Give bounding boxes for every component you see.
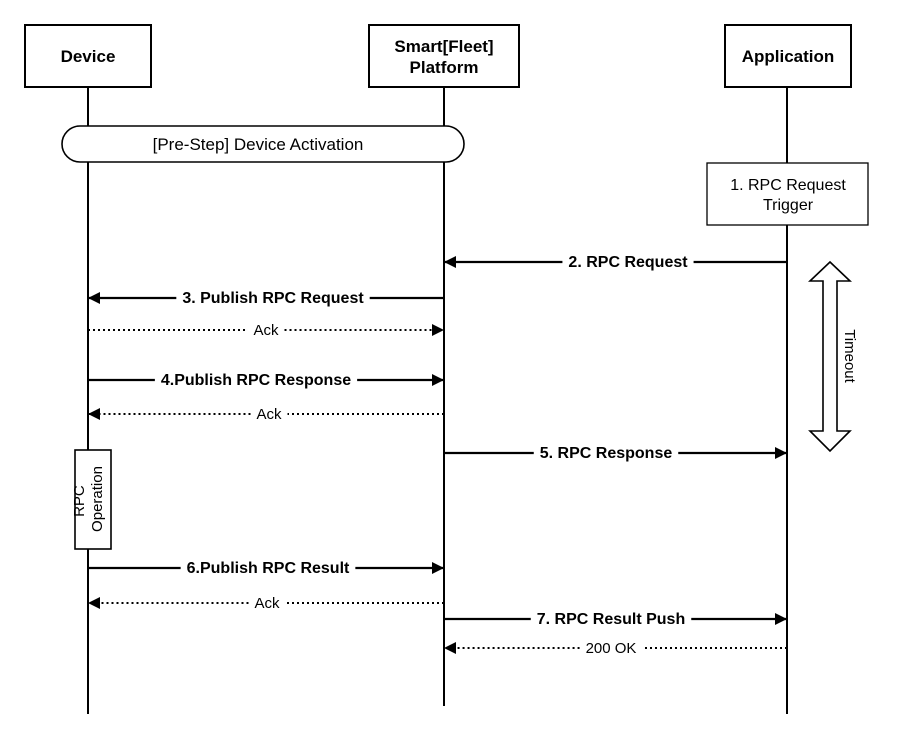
message-m7a: 200 OK	[444, 640, 787, 657]
message-m6a-label: Ack	[254, 595, 280, 612]
message-m7: 7. RPC Result Push	[444, 611, 787, 628]
message-m2: 2. RPC Request	[444, 254, 787, 271]
device-actor-label: Device	[61, 47, 116, 66]
message-m2-label: 2. RPC Request	[568, 254, 688, 271]
platform-actor-label-line1: Smart[Fleet]	[394, 37, 493, 56]
timeout-indicator: Timeout	[807, 260, 858, 453]
message-m4: 4.Publish RPC Response	[88, 372, 444, 389]
message-m4a: Ack	[88, 406, 444, 423]
message-m5: 5. RPC Response	[444, 445, 787, 462]
message-m6a: Ack	[88, 595, 444, 612]
platform-actor: Smart[Fleet] Platform	[368, 24, 520, 88]
message-m3a-label: Ack	[253, 322, 279, 339]
application-actor-label: Application	[742, 47, 835, 66]
message-m6-label: 6.Publish RPC Result	[187, 560, 350, 577]
message-m5-label: 5. RPC Response	[540, 445, 673, 462]
message-m4a-label: Ack	[256, 406, 282, 423]
platform-actor-label-line2: Platform	[410, 58, 479, 77]
rpc-operation-line2: Operation	[89, 466, 106, 532]
message-m3-label: 3. Publish RPC Request	[182, 290, 364, 307]
rpc-operation-box: RPC Operation	[71, 449, 112, 550]
message-m6: 6.Publish RPC Result	[88, 560, 444, 577]
pre-step-tag: [Pre-Step]	[153, 135, 230, 154]
device-actor: Device	[24, 24, 152, 88]
message-m4-label: 4.Publish RPC Response	[161, 372, 351, 389]
timeout-label: Timeout	[841, 329, 858, 383]
rpc-trigger-line2: Trigger	[763, 197, 814, 214]
message-m3: 3. Publish RPC Request	[88, 290, 444, 307]
pre-step-capsule: [Pre-Step] Device Activation	[61, 125, 465, 163]
rpc-trigger-note: 1. RPC Request Trigger	[706, 162, 869, 226]
pre-step-label: Device Activation	[234, 135, 363, 154]
timeout-double-arrow-icon	[807, 260, 853, 453]
message-m7a-label: 200 OK	[586, 640, 637, 657]
svg-text:[Pre-Step] Device Activa: [Pre-Step] Device Activation	[153, 135, 364, 154]
message-m7-label: 7. RPC Result Push	[537, 611, 685, 628]
svg-text:RPC Operation: RPC Operation	[71, 466, 106, 532]
application-actor: Application	[724, 24, 852, 88]
rpc-trigger-line1: 1. RPC Request	[730, 177, 846, 194]
message-m3a: Ack	[88, 322, 444, 339]
rpc-operation-line1: RPC	[71, 485, 88, 517]
